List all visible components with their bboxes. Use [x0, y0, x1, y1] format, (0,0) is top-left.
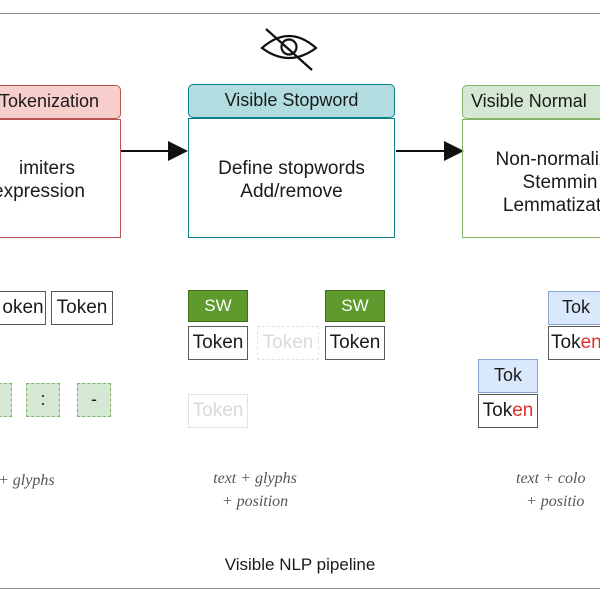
- normalization-body-line: Stemmin: [522, 172, 598, 193]
- tokenization-caption: + glyphs: [0, 472, 55, 489]
- tokenization-header: Tokenization: [0, 85, 121, 119]
- normalization-body-line: Non-normaliz: [495, 149, 600, 170]
- tokenization-body-line: imiters: [19, 158, 75, 179]
- stopword-tag: SW: [188, 290, 248, 322]
- token-with-suffix: Token: [478, 394, 538, 428]
- stopword-caption-line: + position: [221, 493, 289, 510]
- tokenization-body: imiters expression: [0, 119, 121, 238]
- normalization-body-line: Lemmatizat: [502, 195, 600, 216]
- token: oken: [0, 291, 46, 325]
- eye-crossed-icon: [260, 28, 318, 71]
- diagram-title: Visible NLP pipeline: [224, 555, 376, 574]
- token-suffix: en: [580, 332, 600, 353]
- normalization-caption: text + colo + positio: [510, 467, 600, 513]
- tokenization-body-line: expression: [0, 181, 85, 202]
- token: Token: [325, 326, 385, 360]
- token-with-suffix: Token: [548, 326, 600, 360]
- stopword-header: Visible Stopword: [188, 84, 395, 118]
- stopword-caption-line: text + glyphs: [213, 470, 297, 487]
- token-stem: Tok: [482, 400, 513, 421]
- token: Token: [188, 326, 248, 360]
- normalization-body: Non-normaliz Stemmin Lemmatizat: [462, 119, 600, 238]
- frame-bottom-line: [0, 588, 600, 589]
- normalization-header: Visible Normal: [462, 85, 600, 119]
- stopword-body-line: Define stopwords: [218, 158, 365, 179]
- stopword-body: Define stopwords Add/remove: [188, 118, 395, 238]
- normalization-caption-line: + positio: [526, 493, 585, 510]
- tok-tag: Tok: [478, 359, 538, 393]
- removed-token: Token: [188, 394, 248, 428]
- token-suffix: en: [512, 400, 534, 421]
- stopword-body-line: Add/remove: [240, 181, 343, 202]
- token-stem: Tok: [551, 332, 581, 353]
- token: Token: [51, 291, 113, 325]
- glyph-token: -: [77, 383, 111, 417]
- removed-token: Token: [257, 326, 319, 360]
- frame-top-line: [0, 13, 600, 14]
- stopword-caption: text + glyphs + position: [190, 467, 320, 513]
- glyph-token: :: [26, 383, 60, 417]
- normalization-caption-line: text + colo: [516, 470, 586, 487]
- stopword-tag: SW: [325, 290, 385, 322]
- tok-tag: Tok: [548, 291, 600, 325]
- glyph-token: [0, 383, 12, 417]
